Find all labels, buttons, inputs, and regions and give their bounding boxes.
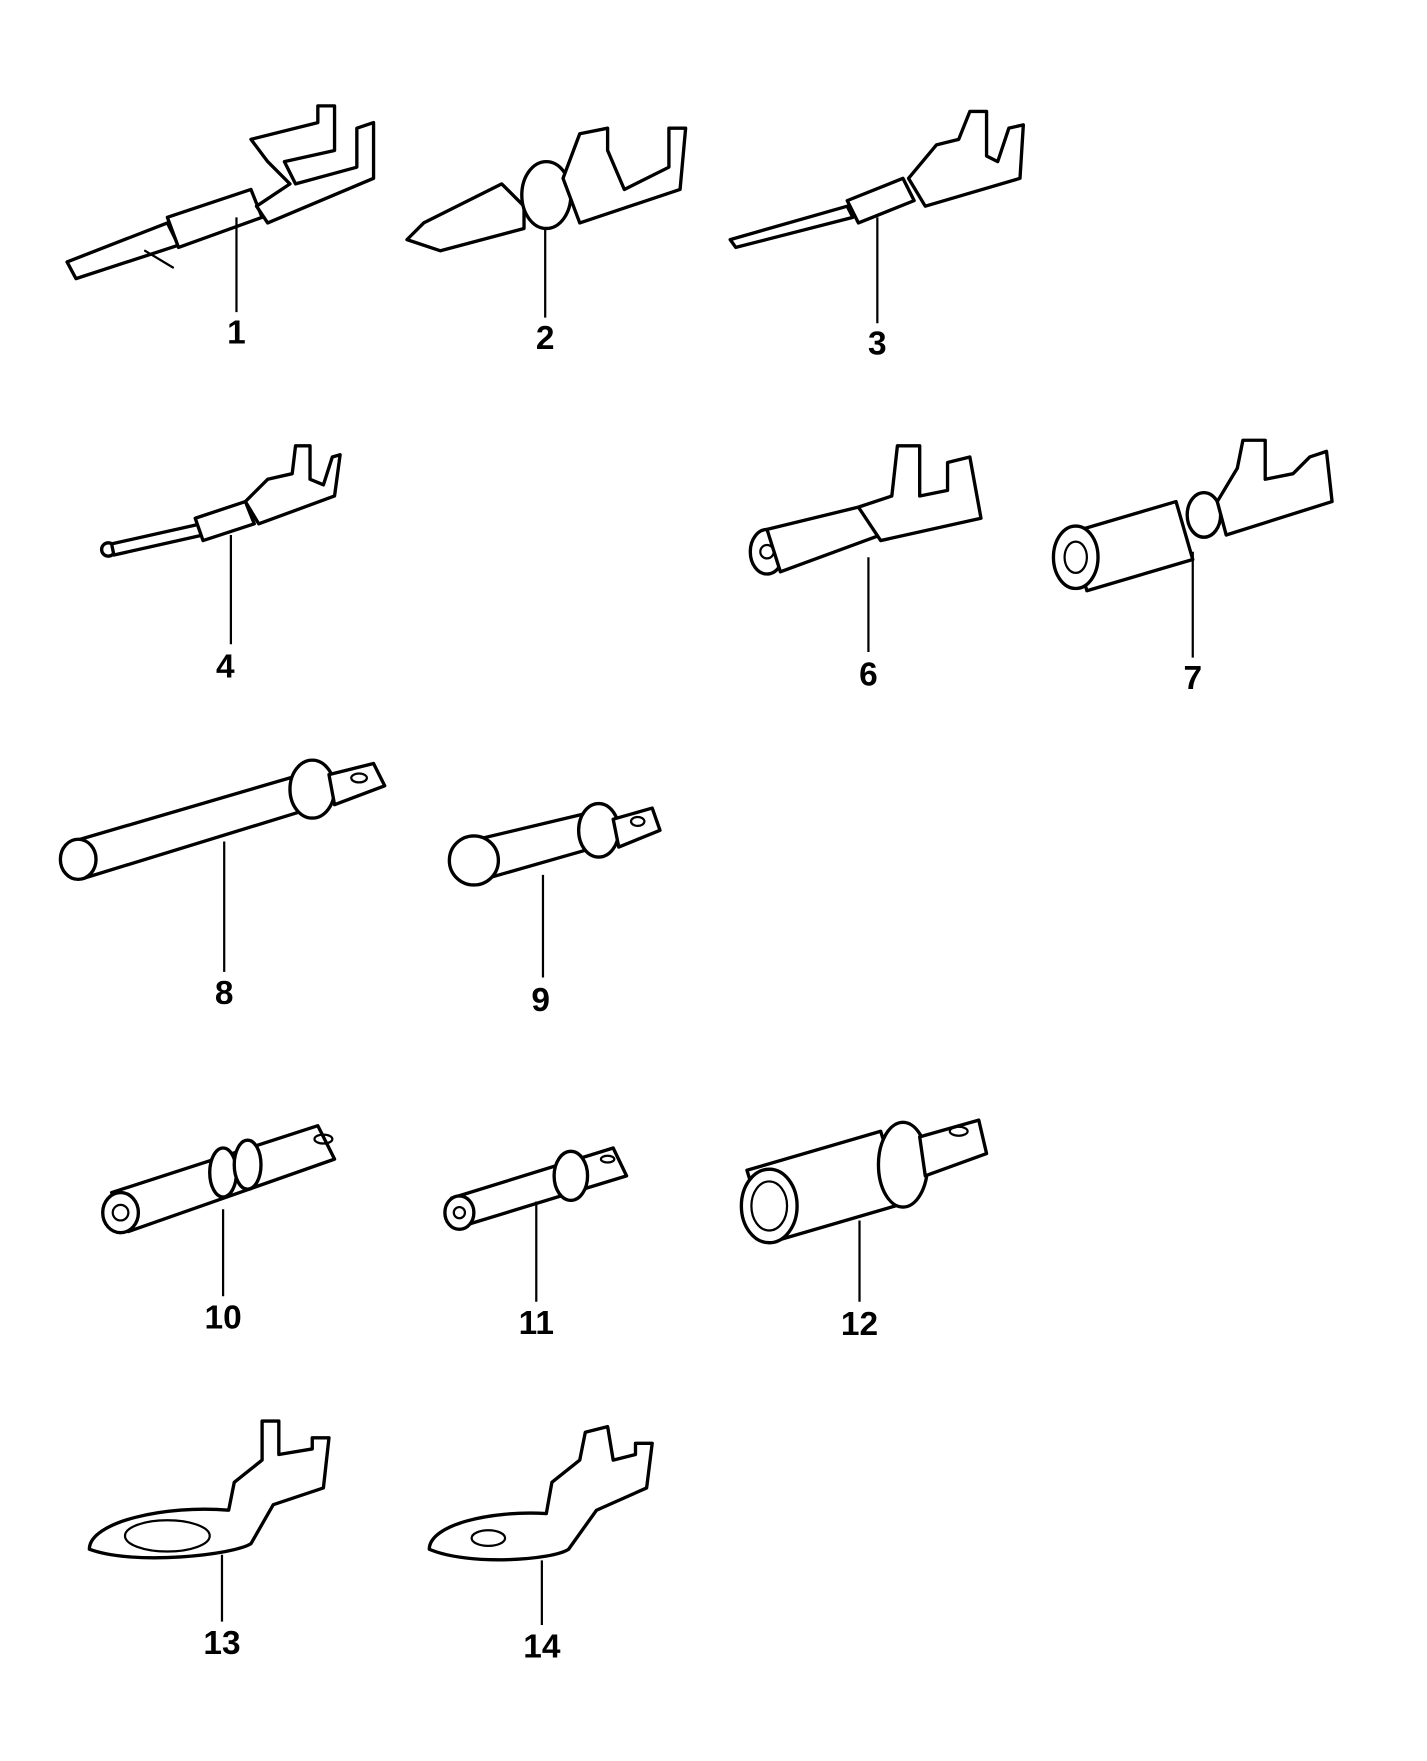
part-number-label: 8 (215, 975, 234, 1012)
part-9-round-pin: 9 (447, 801, 662, 1019)
part-8-long-pin: 8 (58, 758, 387, 1012)
part-1-pin-terminal: 1 (65, 104, 376, 351)
part-number-label: 9 (531, 982, 550, 1019)
part-number-label: 4 (216, 649, 235, 686)
part-number-label: 12 (841, 1306, 878, 1343)
part-11-socket-pin: 11 (443, 1146, 629, 1342)
part-14-ring-terminal: 14 (427, 1424, 654, 1665)
part-12-sleeve-pin: 12 (739, 1118, 989, 1343)
part-2-bullet-terminal: 2 (405, 126, 688, 357)
part-13-ring-terminal: 13 (87, 1419, 331, 1662)
part-4-pin-terminal: 4 (99, 444, 342, 686)
part-6-socket-terminal: 6 (748, 444, 983, 693)
part-number-label: 3 (868, 325, 887, 362)
part-number-label: 6 (859, 656, 878, 693)
part-number-label: 7 (1183, 660, 1202, 697)
part-number-label: 10 (205, 1300, 242, 1337)
part-10-socket-pin: 10 (101, 1124, 337, 1337)
part-3-pin-terminal: 3 (728, 109, 1026, 362)
part-number-label: 1 (227, 314, 246, 351)
part-number-label: 11 (519, 1305, 554, 1342)
part-number-label: 13 (203, 1625, 240, 1662)
part-number-label: 2 (536, 320, 555, 357)
part-7-socket-terminal: 7 (1051, 438, 1334, 697)
part-number-label: 14 (523, 1628, 561, 1665)
